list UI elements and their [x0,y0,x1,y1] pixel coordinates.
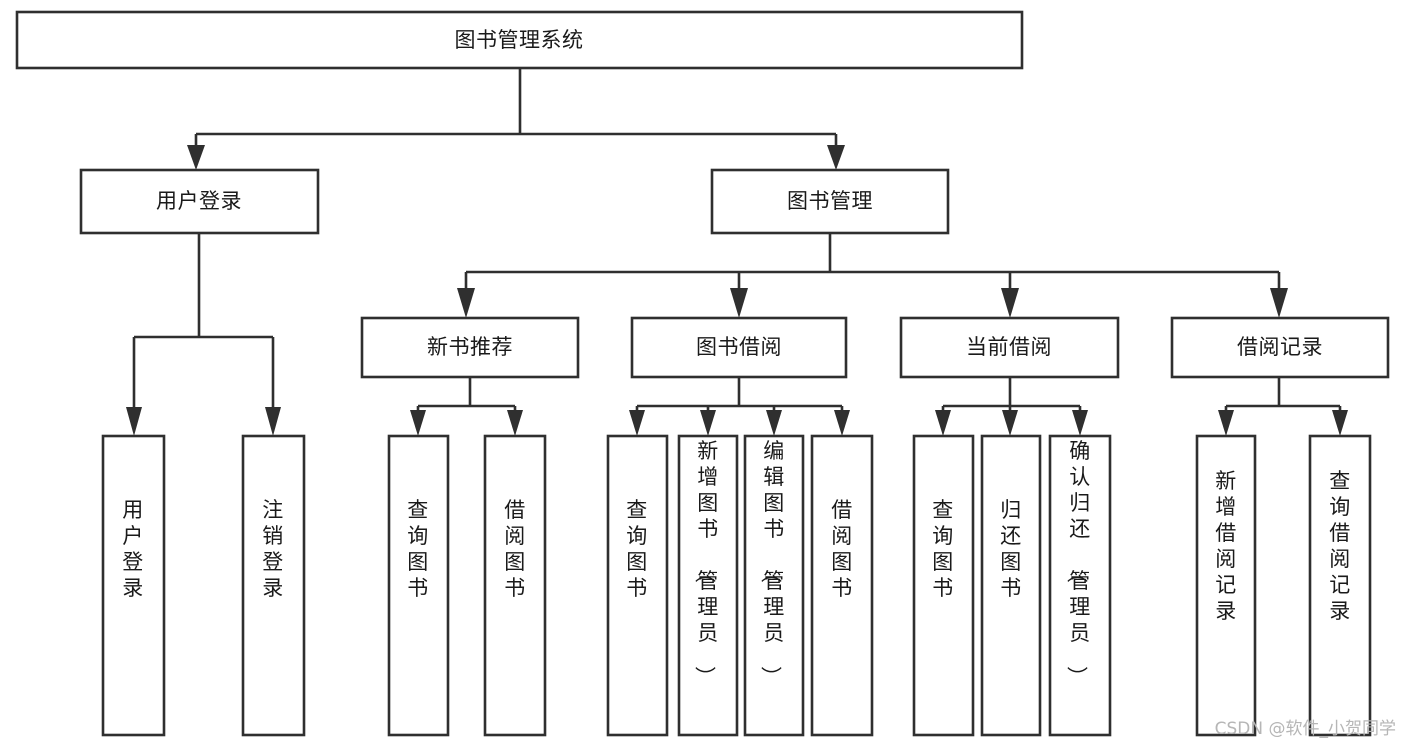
node-borrow-record[interactable]: 借阅记录 [1170,316,1390,379]
arrowhead-leaf-edit-book [766,410,782,436]
arrowhead-user-login [187,145,205,170]
leaf-node-confirm-return-box[interactable] [1048,434,1112,737]
leaf-node-borrow-book-label: 借阅图书 [831,498,853,600]
node-current-borrow[interactable]: 当前借阅 [899,316,1120,379]
leaf-node-edit-book[interactable]: 编辑图书（管理员） [743,434,805,737]
node-borrow-record-box[interactable] [1170,316,1390,379]
leaf-node-edit-book-label: 编辑图书（管理员） [758,439,785,688]
arrowhead-leaf-query-book-borrow [629,410,645,436]
leaf-node-borrow-book[interactable]: 借阅图书 [810,434,874,737]
leaf-node-edit-book-box[interactable] [743,434,805,737]
leaf-node-return-book[interactable]: 归还图书 [980,434,1042,737]
leaf-node-query-book-current[interactable]: 查询图书 [912,434,975,737]
node-book-borrow-box[interactable] [630,316,848,379]
arrowhead-leaf-add-record [1218,410,1234,436]
leaf-node-confirm-return[interactable]: 确认归还（管理员） [1048,434,1112,737]
leaf-node-query-book-borrow[interactable]: 查询图书 [606,434,669,737]
leaf-node-confirm-return-label: 确认归还（管理员） [1064,439,1091,688]
arrowhead-leaf-confirm-return [1072,410,1088,436]
arrowhead-leaf-logout-login [265,407,281,436]
leaf-node-add-record-label: 新增借阅记录 [1215,469,1237,623]
leaf-node-add-book-label: 新增图书（管理员） [692,439,719,688]
node-root-label: 图书管理系统 [455,28,584,52]
node-root[interactable]: 图书管理系统 [15,10,1024,70]
node-book-management-label: 图书管理 [787,189,873,213]
connector-layer [126,68,1348,436]
leaf-node-add-book-box[interactable] [677,434,739,737]
arrowhead-leaf-query-book-rec [410,410,426,436]
leaf-node-query-record-label: 查询借阅记录 [1329,469,1351,623]
arrowhead-borrow-record [1270,288,1288,318]
node-borrow-record-label: 借阅记录 [1237,335,1323,359]
node-book-borrow-label: 图书借阅 [696,335,782,359]
leaf-node-logout-login[interactable]: 注销登录 [241,434,306,737]
connector-userlogin-to-leaves [132,233,275,408]
connector-newbook-to-leaves [416,377,517,412]
node-current-borrow-label: 当前借阅 [966,335,1052,359]
node-new-book-recommend-label: 新书推荐 [427,335,513,359]
leaf-node-query-book-rec[interactable]: 查询图书 [387,434,450,737]
leaf-node-query-book-current-box[interactable] [912,434,975,737]
leaf-node-add-record-box[interactable] [1195,434,1257,737]
leaf-node-user-login-label: 用户登录 [122,498,144,600]
leaf-node-borrow-book-rec-label: 借阅图书 [504,498,526,600]
arrowhead-leaf-user-login [126,407,142,436]
connector-root-to-level2 [194,68,838,150]
leaf-node-return-book-box[interactable] [980,434,1042,737]
connector-currentborrow-to-leaves [941,377,1082,412]
leaf-node-query-book-borrow-box[interactable] [606,434,669,737]
node-user-login-box[interactable] [79,168,320,235]
connector-bookborrow-to-leaves [635,377,844,412]
node-book-management-box[interactable] [710,168,950,235]
arrowhead-book-management [827,145,845,170]
leaf-node-logout-login-label: 注销登录 [262,498,284,600]
arrowhead-leaf-query-record [1332,410,1348,436]
leaf-node-query-book-rec-label: 查询图书 [407,498,429,600]
arrowhead-leaf-borrow-book [834,410,850,436]
leaf-node-query-record-box[interactable] [1308,434,1372,737]
node-user-login-label: 用户登录 [156,189,242,213]
leaf-node-add-book[interactable]: 新增图书（管理员） [677,434,739,737]
csdn-watermark: CSDN @软件_小贺同学 [1215,719,1396,739]
arrowhead-current-borrow [1001,288,1019,318]
leaf-node-query-record[interactable]: 查询借阅记录 [1308,434,1372,737]
arrowhead-book-borrow [730,288,748,318]
arrowhead-leaf-borrow-book-rec [507,410,523,436]
leaf-node-query-book-rec-box[interactable] [387,434,450,737]
arrowhead-leaf-query-book-current [935,410,951,436]
node-book-borrow[interactable]: 图书借阅 [630,316,848,379]
arrowhead-new-book-recommend [457,288,475,318]
arrowhead-leaf-add-book [700,410,716,436]
leaf-node-user-login[interactable]: 用户登录 [101,434,166,737]
leaf-node-borrow-book-rec-box[interactable] [483,434,547,737]
leaf-node-query-book-current-label: 查询图书 [932,498,954,600]
leaf-node-borrow-book-box[interactable] [810,434,874,737]
leaf-node-borrow-book-rec[interactable]: 借阅图书 [483,434,547,737]
leaf-node-query-book-borrow-label: 查询图书 [626,498,648,600]
leaf-node-user-login-box[interactable] [101,434,166,737]
node-user-login[interactable]: 用户登录 [79,168,320,235]
leaf-node-return-book-label: 归还图书 [1000,498,1022,600]
leaf-node-add-record[interactable]: 新增借阅记录 [1195,434,1257,737]
arrowhead-leaf-return-book [1002,410,1018,436]
node-new-book-recommend[interactable]: 新书推荐 [360,316,580,379]
leaf-node-logout-login-box[interactable] [241,434,306,737]
node-new-book-recommend-box[interactable] [360,316,580,379]
node-root-box[interactable] [15,10,1024,70]
node-current-borrow-box[interactable] [899,316,1120,379]
node-book-management[interactable]: 图书管理 [710,168,950,235]
connector-borrowrecord-to-leaves [1224,377,1342,412]
connector-bookmgmt-to-level3 [464,233,1281,290]
